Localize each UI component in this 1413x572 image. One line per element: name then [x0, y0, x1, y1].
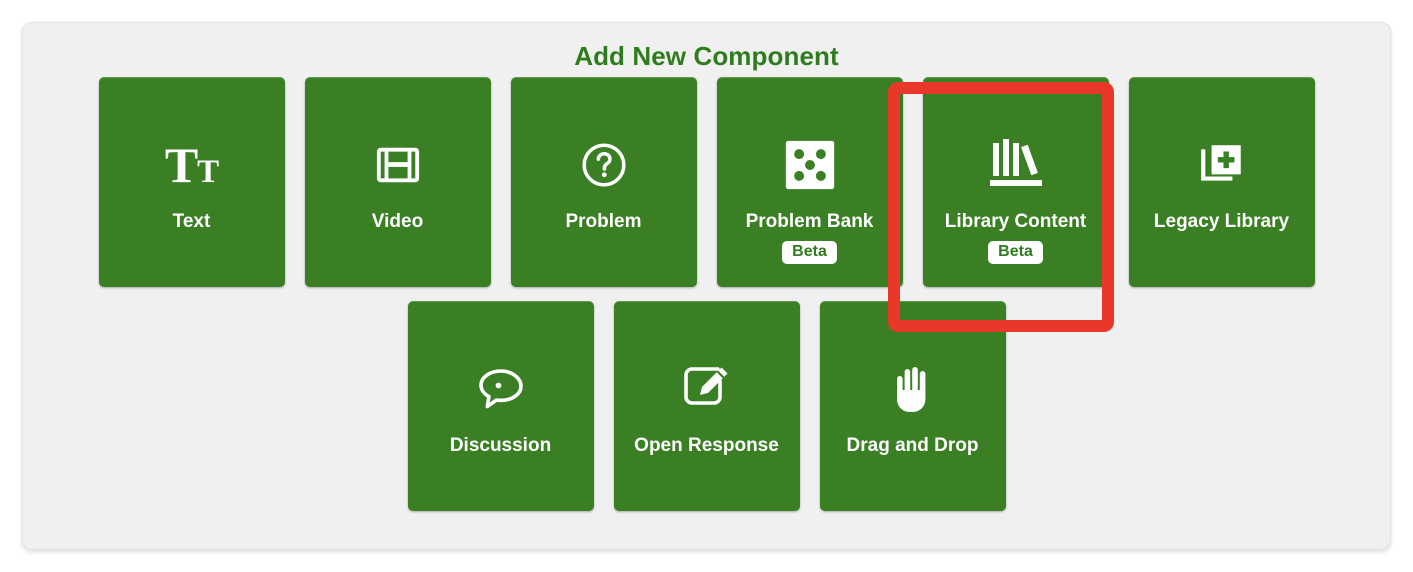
hand-icon [881, 357, 945, 421]
component-tile-label: Problem Bank [745, 211, 874, 232]
component-row-2: Discussion Open Response [23, 301, 1390, 511]
component-tile-problem[interactable]: Problem [510, 77, 697, 287]
component-tile-label: Text [172, 211, 211, 232]
bookshelf-icon [984, 133, 1048, 197]
component-tile-label: Video [371, 211, 424, 232]
dice-five-icon [778, 133, 842, 197]
component-tile-library-content[interactable]: Library Content Beta [922, 77, 1109, 287]
beta-badge: Beta [988, 240, 1043, 265]
component-tile-label: Discussion [449, 435, 552, 456]
component-tile-legacy-library[interactable]: Legacy Library [1128, 77, 1315, 287]
component-tile-discussion[interactable]: Discussion [407, 301, 594, 511]
component-tile-label: Library Content [944, 211, 1087, 232]
page-title: Add New Component [574, 41, 839, 71]
component-tile-label: Problem [565, 211, 642, 232]
speech-bubble-icon [469, 357, 533, 421]
component-tile-label: Drag and Drop [846, 435, 979, 456]
component-tile-open-response[interactable]: Open Response [613, 301, 800, 511]
pencil-square-icon [675, 357, 739, 421]
component-tile-problem-bank[interactable]: Problem Bank Beta [716, 77, 903, 287]
copy-plus-icon [1190, 133, 1254, 197]
component-tile-label: Legacy Library [1153, 211, 1290, 232]
film-strip-icon [366, 133, 430, 197]
component-tile-label: Open Response [634, 435, 779, 456]
component-tile-video[interactable]: Video [304, 77, 491, 287]
component-tile-drag-and-drop[interactable]: Drag and Drop [819, 301, 1006, 511]
beta-badge: Beta [782, 240, 837, 265]
question-circle-icon [572, 133, 636, 197]
